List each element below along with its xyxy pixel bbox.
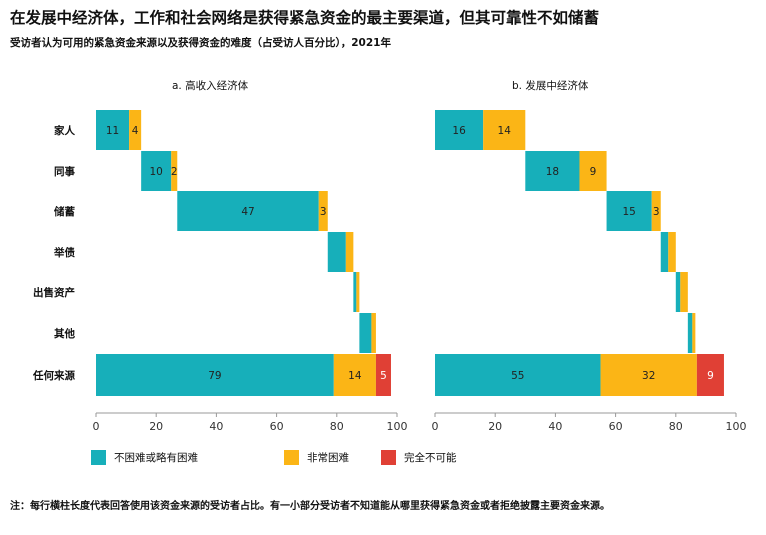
category-label: 储蓄 [54, 205, 75, 218]
bar-segment [141, 151, 172, 191]
x-tick-label: 80 [330, 420, 344, 433]
bar-segment [353, 272, 357, 312]
bar-segment [327, 232, 346, 272]
category-label: 同事 [54, 165, 75, 178]
category-label: 举债 [53, 246, 75, 259]
x-tick-label: 0 [93, 420, 100, 433]
x-tick-label: 60 [270, 420, 284, 433]
bar-segment [96, 354, 334, 396]
x-tick-label: 40 [209, 420, 223, 433]
bar-segment [660, 232, 669, 272]
bar-segment [359, 313, 372, 353]
bar-segment [375, 354, 391, 396]
legend-swatch-impossible [381, 449, 396, 465]
bar-value-label: 15 [622, 206, 635, 218]
chart-title: 在发展中经济体，工作和社会网络是获得紧急资金的最主要渠道，但其可靠性不如储蓄 [10, 9, 600, 27]
x-tick-label: 100 [387, 420, 408, 433]
bar-segment [579, 151, 607, 191]
bar-segment [483, 110, 526, 150]
bar-value-label: 16 [452, 125, 466, 137]
bar-value-label: 3 [653, 206, 660, 218]
bar-segment [687, 313, 693, 353]
legend-item-very-difficult: 非常困难 [284, 449, 349, 465]
bar-value-label: 14 [348, 370, 362, 382]
x-tick-label: 20 [488, 420, 502, 433]
bar-value-label: 14 [498, 125, 512, 137]
panel-title: b. 发展中经济体 [512, 79, 589, 92]
bar-segment [651, 191, 661, 231]
legend-swatch-very-difficult [284, 449, 299, 465]
bar-segment [692, 313, 696, 353]
bar-value-label: 9 [590, 166, 597, 178]
legend-label-very-difficult: 非常困难 [307, 451, 349, 464]
bar-value-label: 2 [171, 166, 178, 178]
category-label: 其他 [54, 327, 75, 340]
x-tick-label: 20 [149, 420, 163, 433]
category-label: 任何来源 [32, 369, 75, 382]
bar-value-label: 9 [707, 370, 714, 382]
bar-segment [680, 272, 688, 312]
category-label: 家人 [54, 124, 75, 137]
bar-segment [675, 272, 681, 312]
bar-value-label: 3 [320, 206, 327, 218]
bar-segment [668, 232, 676, 272]
bar-segment [96, 110, 130, 150]
chart-subtitle: 受访者认为可用的紧急资金来源以及获得资金的难度（占受访人百分比），2021年 [10, 37, 391, 49]
legend-label-impossible: 完全不可能 [404, 451, 457, 464]
bar-segment [371, 313, 376, 353]
legend-item-impossible: 完全不可能 [381, 449, 457, 465]
bar-segment [356, 272, 360, 312]
x-tick-label: 80 [669, 420, 683, 433]
x-tick-label: 0 [432, 420, 439, 433]
bar-segment [318, 191, 328, 231]
chart-note: 注：每行横柱长度代表回答使用该资金来源的受访者占比。有一小部分受访者不知道能从哪… [10, 501, 610, 512]
bar-segment [435, 110, 484, 150]
bar-segment [600, 354, 697, 396]
x-tick-label: 60 [609, 420, 623, 433]
x-tick-label: 100 [726, 420, 747, 433]
bar-value-label: 79 [208, 370, 221, 382]
bar-segment [525, 151, 580, 191]
legend-item-easy: 不困难或略有困难 [91, 449, 198, 465]
legend-label-easy: 不困难或略有困难 [114, 451, 198, 464]
category-label: 出售资产 [33, 286, 75, 299]
bar-value-label: 32 [642, 370, 655, 382]
bar-value-label: 10 [150, 166, 163, 178]
bar-segment [345, 232, 354, 272]
bar-value-label: 55 [511, 370, 524, 382]
x-tick-label: 40 [548, 420, 562, 433]
bar-segment [129, 110, 142, 150]
bar-value-label: 5 [380, 370, 387, 382]
bar-value-label: 18 [546, 166, 559, 178]
bar-segment [177, 191, 319, 231]
bar-value-label: 11 [106, 125, 119, 137]
bar-segment [606, 191, 652, 231]
bar-value-label: 4 [132, 125, 139, 137]
bar-segment [333, 354, 376, 396]
panel-title: a. 高收入经济体 [172, 79, 249, 92]
legend-swatch-easy [91, 449, 106, 465]
bar-value-label: 47 [241, 206, 254, 218]
bar-segment [171, 151, 178, 191]
bar-segment [435, 354, 601, 396]
bar-segment [696, 354, 724, 396]
